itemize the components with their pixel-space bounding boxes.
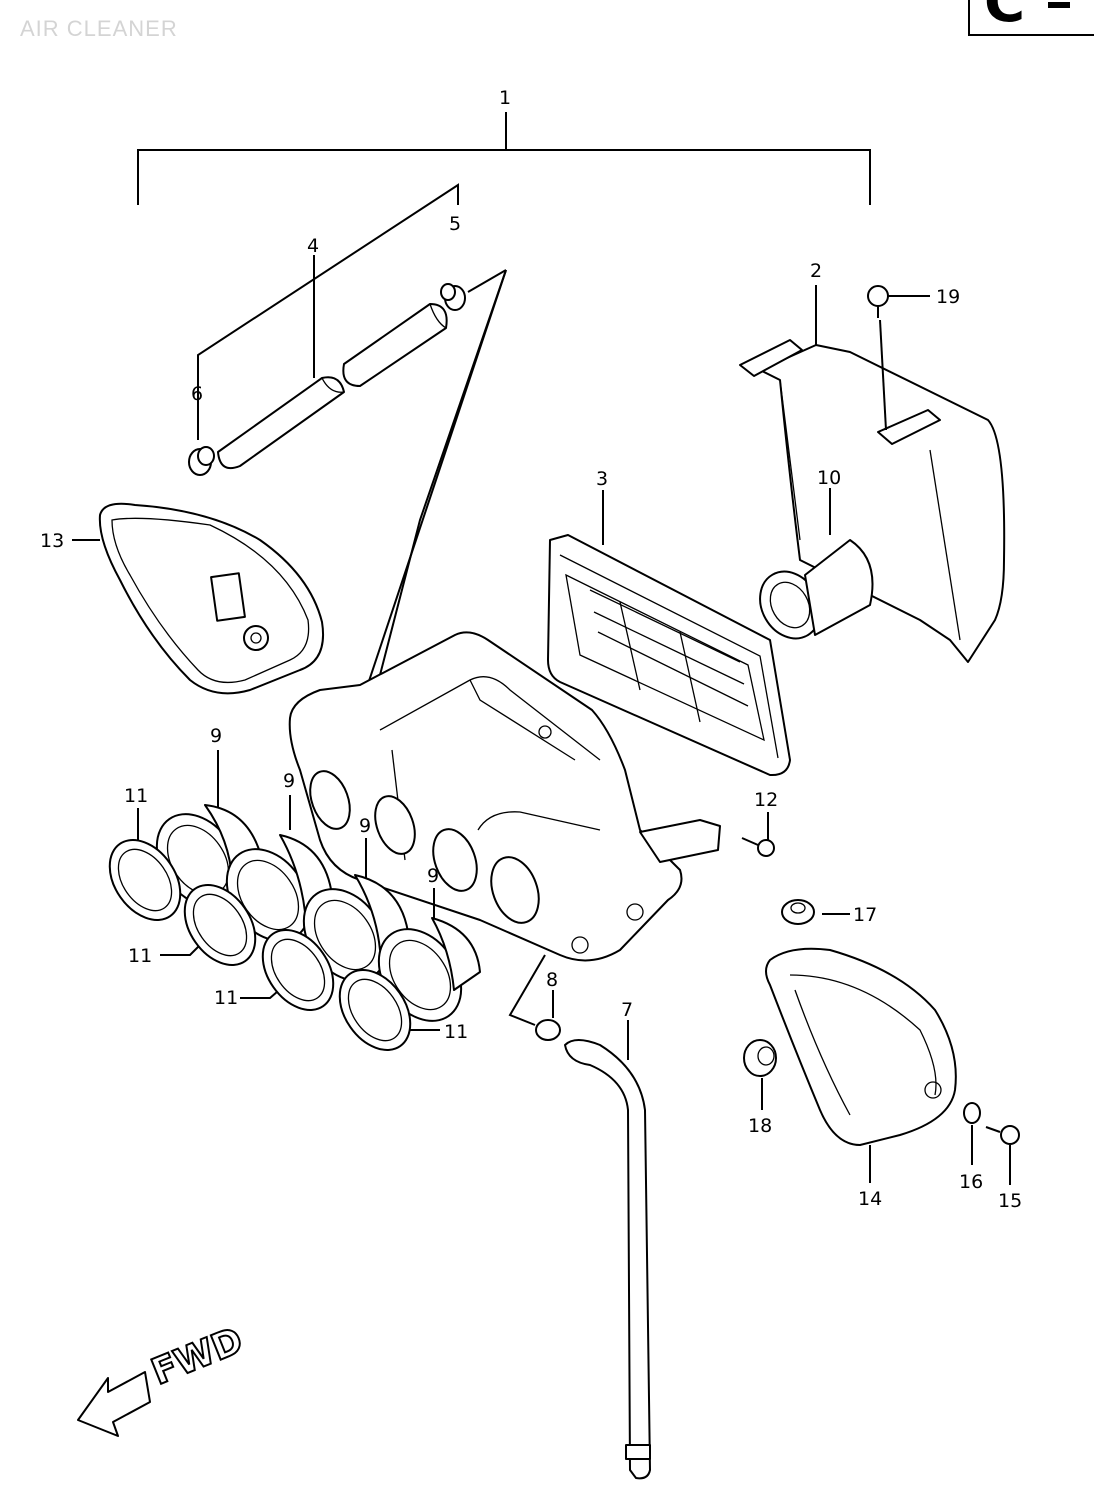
side-cover (743, 899, 1020, 1185)
callout-1: 1 (499, 87, 511, 109)
callout-6: 6 (191, 383, 203, 405)
callout-16: 16 (959, 1171, 983, 1193)
callout-labels: 1 2 3 4 5 6 7 8 9 9 9 9 10 11 11 11 11 1… (40, 87, 1022, 1212)
callout-17: 17 (853, 904, 877, 926)
callout-13: 13 (40, 530, 64, 552)
section-tab (968, 0, 1094, 36)
callout-18: 18 (748, 1115, 772, 1137)
callout-7: 7 (621, 999, 633, 1021)
forward-direction-indicator: FWD (77, 1319, 250, 1437)
callout-2: 2 (810, 260, 822, 282)
callout-19: 19 (936, 286, 960, 308)
section-mark (1048, 2, 1070, 8)
callout-15: 15 (998, 1190, 1022, 1212)
assembly-bracket (137, 112, 871, 205)
diagram-title: AIR CLEANER (20, 16, 178, 41)
section-letter: C (984, 0, 1026, 35)
callout-12: 12 (754, 789, 778, 811)
callout-11d: 11 (444, 1021, 468, 1043)
cap-gasket (72, 502, 324, 695)
callout-11a: 11 (124, 785, 148, 807)
fwd-label: FWD (146, 1320, 249, 1393)
outer-cover (739, 285, 1006, 663)
fwd-arrow-icon (77, 1371, 151, 1437)
screw-12 (741, 812, 775, 857)
callout-11c: 11 (214, 987, 238, 1009)
hose-clamps (108, 808, 440, 1051)
callout-11b: 11 (128, 945, 152, 967)
callout-8: 8 (546, 969, 558, 991)
filter-element (547, 490, 791, 777)
callout-9b: 9 (283, 770, 295, 792)
callout-5: 5 (449, 213, 461, 235)
callout-9d: 9 (427, 865, 439, 887)
callout-10: 10 (817, 467, 841, 489)
callout-9a: 9 (210, 725, 222, 747)
air-cleaner-case (288, 631, 721, 962)
callout-4: 4 (307, 235, 319, 257)
callout-14: 14 (858, 1188, 882, 1210)
breather-hose-set (188, 183, 507, 831)
callout-9c: 9 (359, 815, 371, 837)
drain-hose (508, 954, 651, 1480)
callout-3: 3 (596, 468, 608, 490)
